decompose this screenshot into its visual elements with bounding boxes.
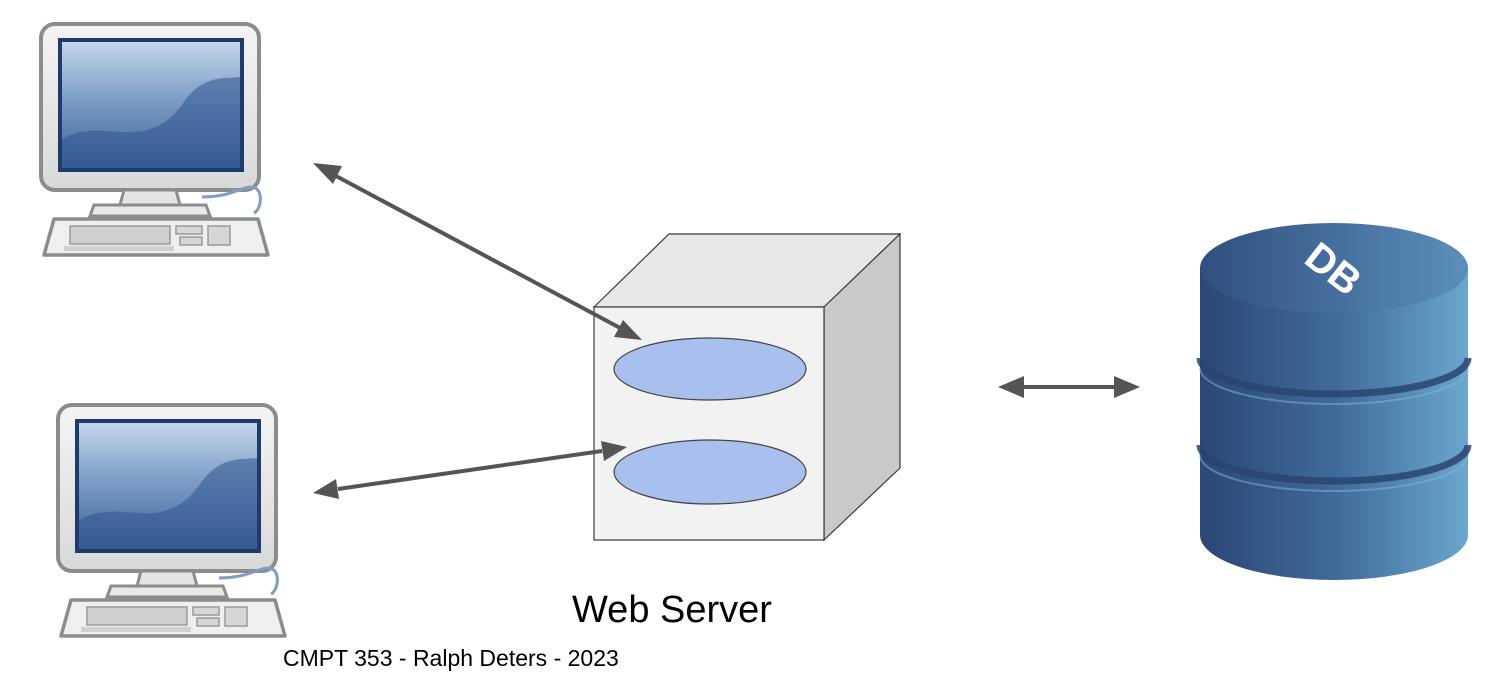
arrow-client2-server [313,441,627,499]
client-computer-1-icon [39,22,270,257]
web-server-label: Web Server [572,589,772,631]
client-computer-2-icon [56,403,287,638]
web-server-cube [592,232,902,542]
footer-credit: CMPT 353 - Ralph Deters - 2023 [283,645,619,671]
server-process-2 [613,439,807,505]
arrow-server-database [998,376,1140,398]
server-process-1 [613,337,807,401]
database-icon: DB [1196,223,1472,580]
arrow-client1-server [313,163,642,340]
database-top [1200,223,1468,313]
